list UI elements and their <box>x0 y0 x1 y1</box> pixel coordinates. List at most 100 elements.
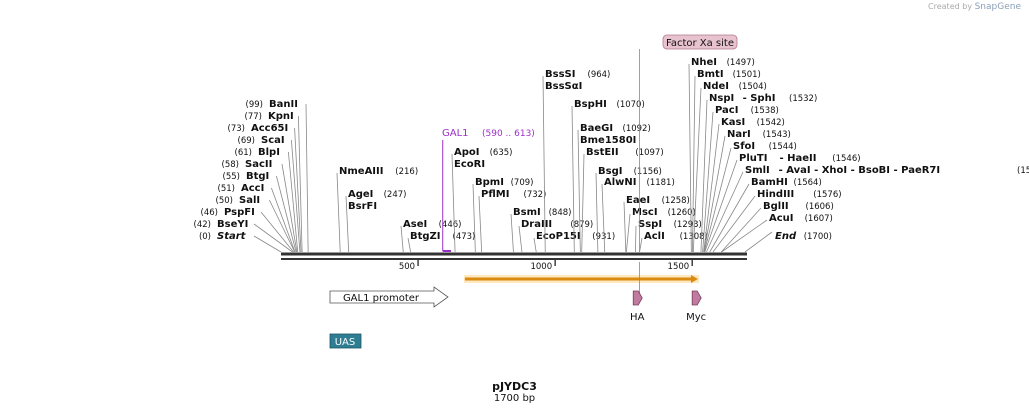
site-connector <box>345 195 350 253</box>
site-label-bmti: BmtI <box>697 69 724 80</box>
site-connector <box>518 225 523 253</box>
site-label-end: End <box>775 231 797 242</box>
site-position-label: (1258) <box>662 196 690 206</box>
site-label-baegi: BaeGI <box>580 123 613 134</box>
plasmid-length: 1700 bp <box>493 393 536 404</box>
site-position-label: (1542) <box>757 118 785 128</box>
site-position-label: (69) <box>238 136 255 146</box>
ruler-tick-label: 1500 <box>668 262 690 272</box>
site-position-label: (931) <box>592 232 615 242</box>
site-connector <box>639 237 643 253</box>
site-position-label: (61) <box>235 148 252 158</box>
site-position-label: (1181) <box>647 178 675 188</box>
site-position-label: (1501) <box>733 70 761 80</box>
site-connector <box>276 175 297 253</box>
site-position-label: (848) <box>549 208 572 218</box>
site-label-btgzi: BtgZI <box>410 231 441 242</box>
site-label-ecop15i: EcoP15I <box>536 231 581 242</box>
site-connector <box>703 147 732 253</box>
site-connector <box>623 201 627 253</box>
uas-box <box>329 333 362 349</box>
site-position-label: (46) <box>201 208 218 218</box>
ruler-tick-label: 500 <box>399 262 415 272</box>
site-position-label: (77) <box>245 112 262 122</box>
site-connector <box>451 153 456 253</box>
site-position-label: (1504) <box>739 82 767 92</box>
plasmid-name: pJYDC3 <box>492 380 537 393</box>
site-connector <box>298 115 303 253</box>
site-label-acc65i: Acc65I <box>251 123 288 134</box>
site-label-eaei: EaeI <box>626 195 650 206</box>
site-position-label: (1576) <box>813 190 841 200</box>
tag-ha-label: HA <box>630 312 645 323</box>
site-connector <box>305 103 309 253</box>
site-connector <box>336 172 341 253</box>
site-connector <box>400 225 404 253</box>
site-position-label: (1092) <box>623 124 651 134</box>
uas-label: UAS <box>335 337 356 348</box>
site-label-acui: AcuI <box>769 213 794 224</box>
site-label-nspi: NspI <box>709 93 734 104</box>
site-connector <box>703 123 720 253</box>
site-connector <box>571 105 575 253</box>
site-position-label: (1497) <box>727 58 755 68</box>
site-connector <box>577 129 581 253</box>
site-label-banii: BanII <box>269 99 298 110</box>
tag-ha-arrow <box>632 290 643 306</box>
site-position-label: (635) <box>490 148 513 158</box>
site-label-ndei: NdeI <box>703 81 729 92</box>
site-connector <box>253 223 293 253</box>
site-position-label: (1700) <box>804 232 832 242</box>
site-label-bglii: BglII <box>763 201 789 212</box>
site-label-nari: NarI <box>727 129 751 140</box>
snapgene-branding: Created by SnapGene <box>928 2 1021 12</box>
site-label-nmeaiii: NmeAIII <box>339 166 383 177</box>
site-position-label: (732) <box>524 190 547 200</box>
site-connector <box>542 75 546 253</box>
site-position-label: (1543) <box>763 130 791 140</box>
factor-xa-box <box>662 34 738 50</box>
site-label-ecori: EcoRI <box>454 159 485 170</box>
site-label-sspi: SspI <box>638 219 662 230</box>
site-connector <box>595 172 599 253</box>
primer-range-label: (590 .. 613) <box>482 129 535 139</box>
site-connector <box>625 213 631 253</box>
site-connector <box>700 99 708 253</box>
site-position-label: (0) <box>199 232 211 242</box>
site-connector <box>702 111 714 253</box>
site-position-label: (1564) <box>794 178 822 188</box>
site-label-btgi: BtgI <box>246 171 269 182</box>
site-connector <box>721 219 768 253</box>
site-connector <box>478 195 483 253</box>
site-position-label: (1260) <box>668 208 696 218</box>
site-label-bsssαi: BssSαI <box>545 81 582 92</box>
site-label-bsteii: BstEII <box>586 147 619 158</box>
site-connector <box>709 183 750 253</box>
site-connector <box>581 153 585 253</box>
site-connector <box>692 75 696 253</box>
site-label-apoi: ApoI <box>454 147 480 158</box>
site-position-label: (42) <box>194 220 211 230</box>
site-label-bamhi: BamHI <box>751 177 788 188</box>
primer-label: GAL1 <box>442 128 469 139</box>
site-position-label: (879) <box>570 220 593 230</box>
site-label-sali: SalI <box>239 195 260 206</box>
site-connector <box>704 159 738 253</box>
site-label-acli: AclI <box>644 231 665 242</box>
site-label-extra: - HaeII <box>780 153 817 164</box>
ruler-tick-label: 1000 <box>530 262 552 272</box>
site-position-label: (1607) <box>805 214 833 224</box>
site-position-label: (216) <box>395 167 418 177</box>
site-position-label: (50) <box>216 196 233 206</box>
site-connector <box>706 171 744 253</box>
site-label-bme1580i: Bme1580I <box>580 135 636 146</box>
site-label-kpni: KpnI <box>268 111 294 122</box>
site-label-pluti: PluTI <box>739 153 767 164</box>
site-connector <box>533 237 537 253</box>
site-position-label: (446) <box>439 220 462 230</box>
site-position-label: (964) <box>588 70 611 80</box>
site-label-alwni: AlwNI <box>604 177 637 188</box>
site-label-agei: AgeI <box>348 189 373 200</box>
plasmid-title-block: pJYDC3 1700 bp <box>0 380 1029 404</box>
site-connector <box>288 151 299 253</box>
